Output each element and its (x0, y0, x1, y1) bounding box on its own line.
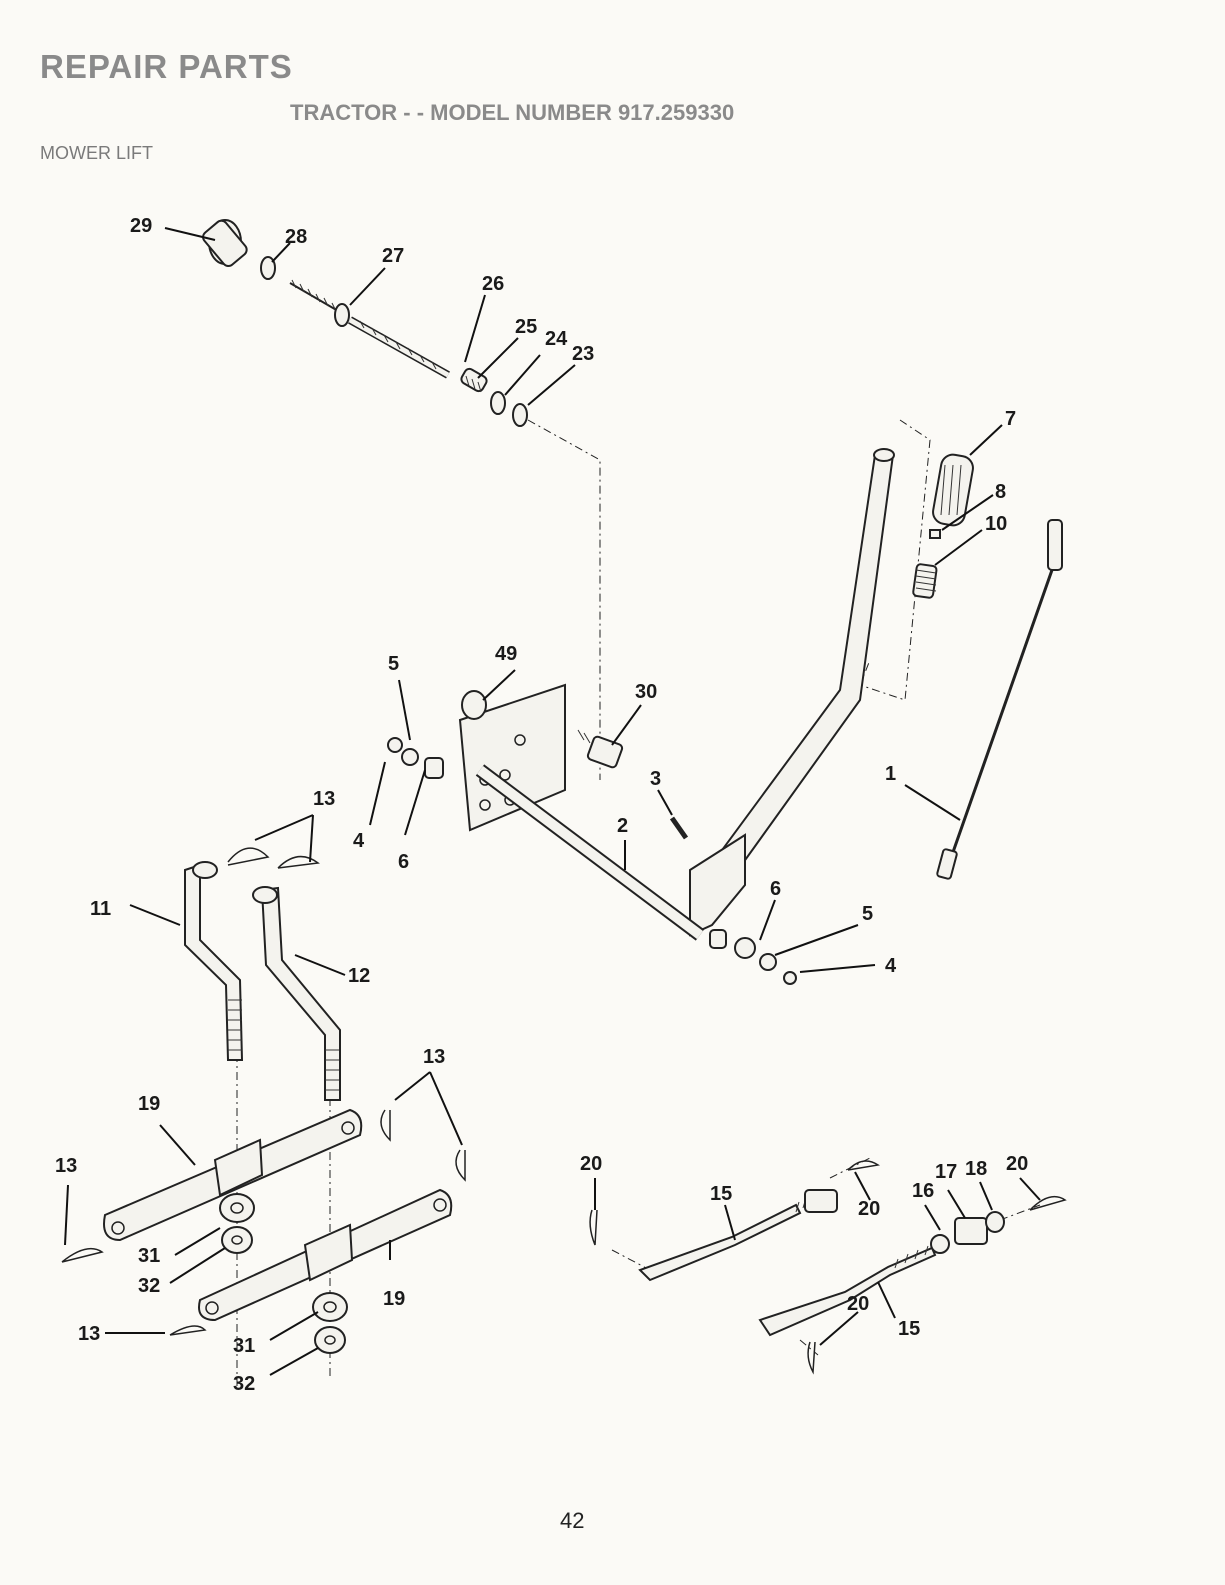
callout-29: 29 (130, 215, 152, 237)
callout-25: 25 (515, 316, 537, 338)
callout-8: 8 (995, 481, 1006, 503)
callout-3: 3 (650, 768, 661, 790)
callout-13-bottom: 13 (78, 1323, 100, 1345)
callout-32-upper: 32 (138, 1275, 160, 1297)
callout-4-upper: 4 (353, 830, 365, 852)
ferrule-17 (955, 1218, 987, 1244)
callout-6-lower: 6 (770, 878, 781, 900)
callout-13-left: 13 (55, 1155, 77, 1177)
callout-31-upper: 31 (138, 1245, 160, 1267)
leader-lines (65, 228, 1040, 1375)
callout-6-upper: 6 (398, 851, 409, 873)
callout-23: 23 (572, 343, 594, 365)
callout-15-upper: 15 (710, 1183, 732, 1205)
callout-20-left: 20 (580, 1153, 602, 1175)
adjustment-rod-assembly (201, 218, 527, 426)
rod-15-upper (640, 1205, 800, 1280)
callout-19-lower: 19 (383, 1288, 405, 1310)
callout-26: 26 (482, 273, 504, 295)
callout-17: 17 (935, 1161, 957, 1183)
lift-link-1 (937, 520, 1062, 879)
callout-16: 16 (912, 1180, 934, 1202)
nut-18 (986, 1212, 1004, 1232)
callout-7: 7 (1005, 408, 1016, 430)
callout-20-bottom: 20 (847, 1293, 869, 1315)
callout-13-mid: 13 (423, 1046, 445, 1068)
handle-bracket (690, 835, 745, 935)
callout-1: 1 (885, 763, 896, 785)
adjust-rods (590, 1161, 1065, 1372)
callout-30: 30 (635, 681, 657, 703)
lift-handle-assembly (690, 449, 975, 935)
pin-3 (672, 818, 686, 838)
nut-23 (513, 404, 527, 426)
callout-11: 11 (90, 898, 111, 920)
link-12 (262, 888, 340, 1100)
callout-20-mid: 20 (858, 1198, 880, 1220)
spring-10 (913, 564, 937, 598)
block-30 (587, 736, 623, 769)
callout-18: 18 (965, 1158, 987, 1180)
link-11 (185, 865, 242, 1060)
callout-labels: 29 28 27 26 25 24 23 7 8 10 1 5 49 30 3 … (55, 215, 1028, 1395)
callout-19-upper: 19 (138, 1093, 160, 1115)
collar-27 (335, 304, 349, 326)
callout-15-lower: 15 (898, 1318, 920, 1340)
callout-13-top: 13 (313, 788, 335, 810)
callout-49: 49 (495, 643, 517, 665)
grip-7 (931, 453, 975, 527)
callout-12: 12 (348, 965, 370, 987)
callout-27: 27 (382, 245, 404, 267)
callout-20-right: 20 (1006, 1153, 1028, 1175)
callout-5-lower: 5 (862, 903, 873, 925)
washer-16 (931, 1235, 949, 1253)
ferrule-upper (805, 1190, 837, 1212)
callout-28: 28 (285, 226, 307, 248)
page-number: 42 (560, 1508, 584, 1534)
washer-24 (491, 392, 505, 414)
callout-10: 10 (985, 513, 1007, 535)
callout-31-lower: 31 (233, 1335, 255, 1357)
lift-links (185, 862, 340, 1100)
callout-5-upper: 5 (388, 653, 399, 675)
callout-24: 24 (545, 328, 568, 350)
lift-handle (700, 455, 893, 895)
callout-32-lower: 32 (233, 1373, 255, 1395)
callout-2: 2 (617, 815, 628, 837)
pin-8 (930, 530, 940, 538)
callout-4-lower: 4 (885, 955, 897, 977)
bushing-49 (462, 691, 486, 719)
